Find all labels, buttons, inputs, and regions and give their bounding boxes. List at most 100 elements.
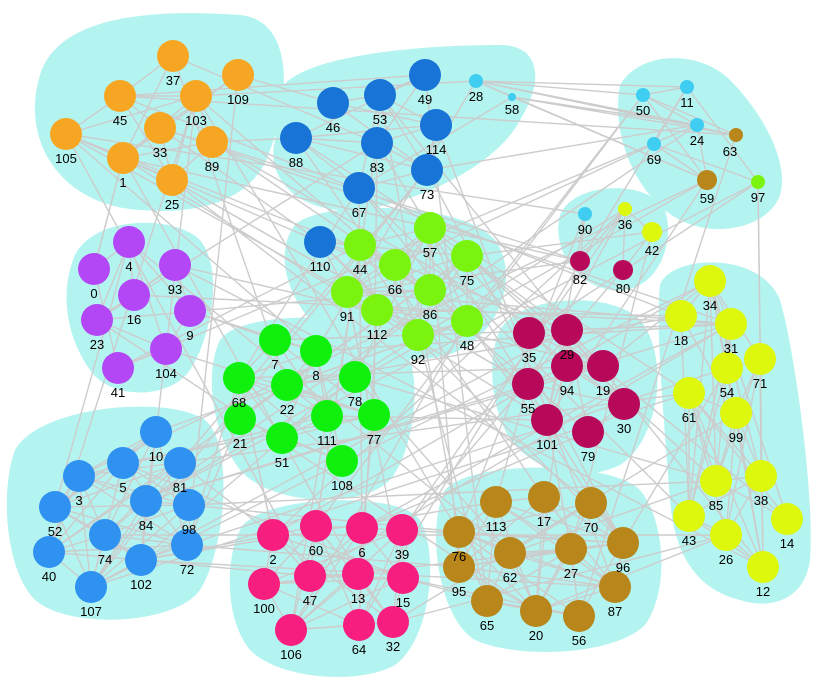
node-43[interactable]: [673, 500, 705, 532]
node-104[interactable]: [150, 333, 182, 365]
node-74[interactable]: [89, 519, 121, 551]
node-25[interactable]: [156, 164, 188, 196]
node-16[interactable]: [118, 279, 150, 311]
node-39[interactable]: [386, 514, 418, 546]
node-79[interactable]: [572, 416, 604, 448]
node-1[interactable]: [107, 142, 139, 174]
node-95[interactable]: [443, 551, 475, 583]
node-60[interactable]: [300, 510, 332, 542]
node-64[interactable]: [343, 609, 375, 641]
node-78[interactable]: [339, 361, 371, 393]
node-81[interactable]: [164, 447, 196, 479]
node-47[interactable]: [294, 560, 326, 592]
node-28[interactable]: [469, 74, 483, 88]
node-55[interactable]: [512, 368, 544, 400]
node-46[interactable]: [317, 87, 349, 119]
node-67[interactable]: [343, 172, 375, 204]
node-88[interactable]: [280, 122, 312, 154]
node-76[interactable]: [443, 516, 475, 548]
node-85[interactable]: [700, 465, 732, 497]
node-32[interactable]: [377, 606, 409, 638]
node-14[interactable]: [771, 503, 803, 535]
node-2[interactable]: [257, 519, 289, 551]
node-113[interactable]: [480, 486, 512, 518]
node-24[interactable]: [690, 118, 704, 132]
node-86[interactable]: [414, 274, 446, 306]
node-11[interactable]: [680, 80, 694, 94]
node-80[interactable]: [613, 260, 633, 280]
node-10[interactable]: [140, 416, 172, 448]
node-42[interactable]: [642, 222, 662, 242]
node-30[interactable]: [608, 388, 640, 420]
node-91[interactable]: [331, 276, 363, 308]
node-29[interactable]: [551, 314, 583, 346]
node-61[interactable]: [673, 377, 705, 409]
node-4[interactable]: [113, 226, 145, 258]
node-3[interactable]: [63, 460, 95, 492]
node-48[interactable]: [451, 305, 483, 337]
node-75[interactable]: [451, 240, 483, 272]
node-66[interactable]: [379, 249, 411, 281]
node-111[interactable]: [311, 400, 343, 432]
node-89[interactable]: [196, 126, 228, 158]
node-109[interactable]: [222, 59, 254, 91]
node-54[interactable]: [711, 352, 743, 384]
node-23[interactable]: [81, 304, 113, 336]
node-71[interactable]: [744, 343, 776, 375]
node-6[interactable]: [346, 512, 378, 544]
node-56[interactable]: [563, 600, 595, 632]
node-87[interactable]: [599, 571, 631, 603]
node-92[interactable]: [402, 319, 434, 351]
node-90[interactable]: [578, 207, 592, 221]
node-99[interactable]: [720, 397, 752, 429]
node-37[interactable]: [157, 40, 189, 72]
node-70[interactable]: [575, 487, 607, 519]
node-68[interactable]: [223, 362, 255, 394]
node-63[interactable]: [729, 128, 743, 142]
node-31[interactable]: [715, 308, 747, 340]
node-15[interactable]: [387, 562, 419, 594]
node-59[interactable]: [697, 170, 717, 190]
node-0[interactable]: [78, 253, 110, 285]
node-98[interactable]: [173, 489, 205, 521]
node-65[interactable]: [471, 585, 503, 617]
node-49[interactable]: [409, 59, 441, 91]
node-13[interactable]: [342, 558, 374, 590]
node-8[interactable]: [300, 335, 332, 367]
node-9[interactable]: [174, 295, 206, 327]
node-102[interactable]: [125, 544, 157, 576]
node-100[interactable]: [248, 568, 280, 600]
node-82[interactable]: [570, 251, 590, 271]
node-40[interactable]: [33, 536, 65, 568]
node-110[interactable]: [304, 226, 336, 258]
node-72[interactable]: [171, 529, 203, 561]
node-45[interactable]: [104, 80, 136, 112]
node-106[interactable]: [275, 614, 307, 646]
node-44[interactable]: [344, 229, 376, 261]
node-58[interactable]: [508, 93, 516, 101]
node-7[interactable]: [259, 324, 291, 356]
node-108[interactable]: [326, 445, 358, 477]
node-26[interactable]: [710, 519, 742, 551]
node-83[interactable]: [361, 127, 393, 159]
node-84[interactable]: [130, 485, 162, 517]
node-101[interactable]: [531, 404, 563, 436]
node-35[interactable]: [513, 317, 545, 349]
node-20[interactable]: [520, 595, 552, 627]
node-38[interactable]: [745, 460, 777, 492]
node-69[interactable]: [647, 137, 661, 151]
node-27[interactable]: [555, 533, 587, 565]
node-57[interactable]: [414, 212, 446, 244]
node-33[interactable]: [144, 112, 176, 144]
node-12[interactable]: [747, 551, 779, 583]
node-62[interactable]: [494, 537, 526, 569]
node-93[interactable]: [159, 249, 191, 281]
node-105[interactable]: [50, 118, 82, 150]
node-94[interactable]: [551, 350, 583, 382]
node-107[interactable]: [75, 571, 107, 603]
node-5[interactable]: [107, 447, 139, 479]
node-17[interactable]: [528, 481, 560, 513]
node-114[interactable]: [420, 109, 452, 141]
node-97[interactable]: [751, 175, 765, 189]
node-50[interactable]: [636, 88, 650, 102]
